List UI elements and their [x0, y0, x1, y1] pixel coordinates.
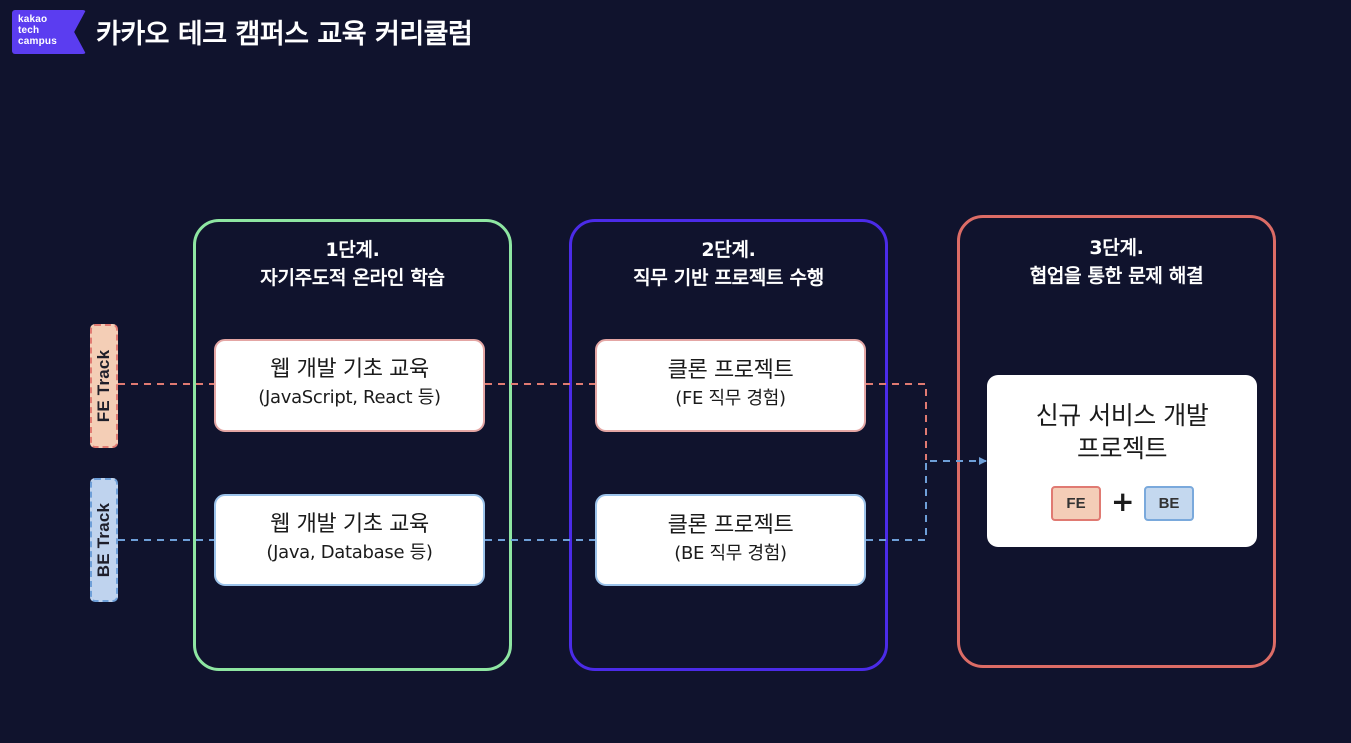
stage-2-heading: 2단계. 직무 기반 프로젝트 수행: [572, 236, 885, 292]
logo-text: kakao tech campus: [18, 14, 57, 47]
logo-line: kakao: [18, 14, 48, 25]
stage-3-name: 협업을 통한 문제 해결: [1029, 265, 1204, 287]
stage-2-name: 직무 기반 프로젝트 수행: [633, 267, 824, 289]
stage-1-step: 1단계.: [325, 239, 380, 261]
stage-1-column: 1단계. 자기주도적 온라인 학습: [193, 219, 512, 671]
stage-3-step: 3단계.: [1089, 237, 1144, 259]
card-detail: (JavaScript, React 등): [258, 387, 441, 408]
logo-line: tech: [18, 25, 40, 36]
card-detail: (FE 직무 경험): [675, 388, 786, 409]
logo-line: campus: [18, 36, 57, 47]
fe-track-line: [118, 383, 927, 460]
card-title: 웹 개발 기초 교육: [270, 512, 429, 537]
be-chip: BE: [1144, 486, 1194, 521]
card-title: 클론 프로젝트: [667, 358, 794, 383]
plus-sign: +: [1111, 485, 1135, 518]
page-title: 카카오 테크 캠퍼스 교육 커리큘럼: [96, 19, 473, 50]
stage-2-step: 2단계.: [701, 239, 756, 261]
card-title: 클론 프로젝트: [667, 513, 794, 538]
fe-track-label: FE Track: [94, 349, 113, 423]
stage-1-be-card: 웹 개발 기초 교육 (Java, Database 등): [214, 494, 485, 586]
stage-2-fe-card: 클론 프로젝트 (FE 직무 경험): [595, 339, 866, 432]
stage-1-heading: 1단계. 자기주도적 온라인 학습: [196, 236, 509, 292]
stage-1-fe-card: 웹 개발 기초 교육 (JavaScript, React 등): [214, 339, 485, 432]
fe-track-tag: FE Track: [90, 324, 118, 448]
kakao-tech-campus-logo: kakao tech campus: [12, 10, 86, 54]
be-track-line: [118, 461, 986, 541]
be-track-label: BE Track: [94, 502, 113, 578]
card-title-line1: 신규 서비스 개발: [1035, 401, 1209, 430]
stage-3-column: 3단계. 협업을 통한 문제 해결: [957, 215, 1276, 668]
card-title-line2: 프로젝트: [1076, 434, 1168, 463]
card-detail: (BE 직무 경험): [674, 543, 787, 564]
fe-chip: FE: [1051, 486, 1101, 521]
stage-2-be-card: 클론 프로젝트 (BE 직무 경험): [595, 494, 866, 586]
stage-1-name: 자기주도적 온라인 학습: [260, 267, 445, 289]
card-title: 웹 개발 기초 교육: [270, 357, 429, 382]
be-track-tag: BE Track: [90, 478, 118, 602]
stage-3-project-card: 신규 서비스 개발 프로젝트 FE + BE: [987, 375, 1257, 547]
stage-2-column: 2단계. 직무 기반 프로젝트 수행: [569, 219, 888, 671]
card-detail: (Java, Database 등): [266, 542, 433, 563]
stage-3-heading: 3단계. 협업을 통한 문제 해결: [960, 234, 1273, 290]
